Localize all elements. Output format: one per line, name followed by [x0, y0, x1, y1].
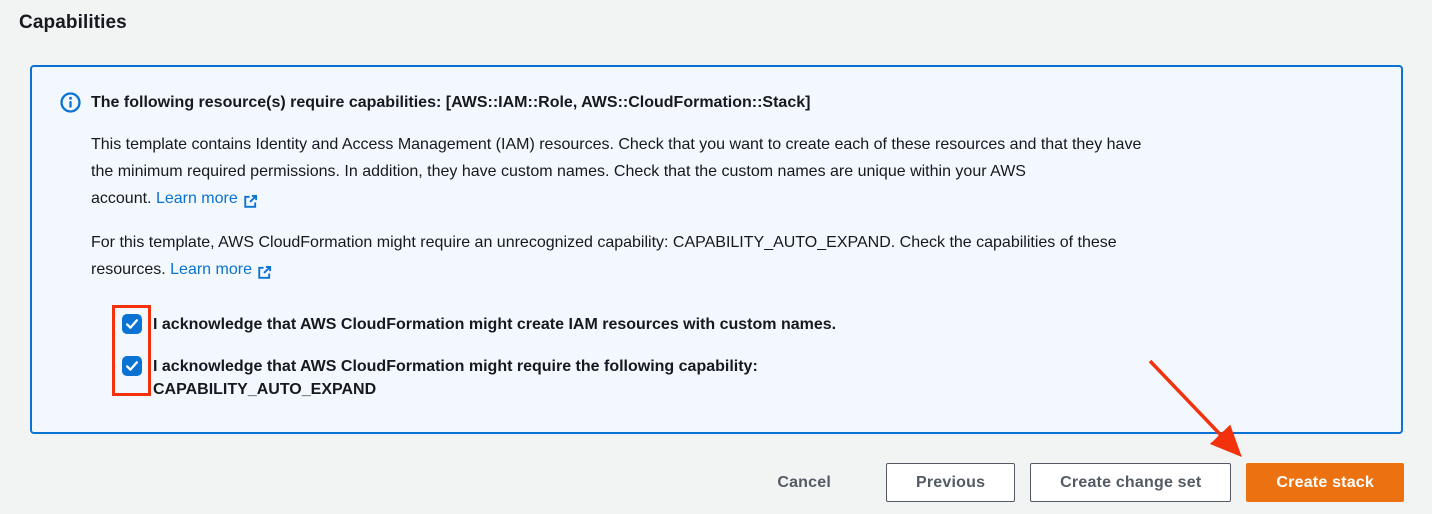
capability-checkbox-group: I acknowledge that AWS CloudFormation mi…: [112, 305, 1373, 401]
iam-acknowledge-label: I acknowledge that AWS CloudFormation mi…: [153, 313, 836, 336]
external-link-icon: [243, 191, 258, 208]
alert-paragraph-auto-expand: For this template, AWS CloudFormation mi…: [91, 229, 1373, 283]
create-stack-button[interactable]: Create stack: [1246, 463, 1404, 502]
capabilities-info-alert: The following resource(s) require capabi…: [30, 65, 1403, 434]
alert-text-line: resources.: [91, 261, 166, 278]
checkbox-label-text: I acknowledge that AWS CloudFormation mi…: [153, 316, 837, 333]
learn-more-link-auto-expand[interactable]: Learn more: [170, 256, 272, 283]
alert-title: The following resource(s) require capabi…: [91, 94, 811, 111]
learn-more-label: Learn more: [155, 190, 238, 207]
checkmark-icon: [126, 361, 138, 371]
learn-more-label: Learn more: [170, 261, 252, 278]
create-change-set-button[interactable]: Create change set: [1030, 463, 1232, 502]
capability-name-text: CAPABILITY_AUTO_EXPAND: [153, 381, 377, 398]
alert-text-line: This template contains Identity and Acce…: [91, 136, 1142, 153]
iam-acknowledge-checkbox[interactable]: [122, 314, 142, 334]
cancel-button[interactable]: Cancel: [765, 463, 843, 502]
page-title: Capabilities: [19, 12, 127, 33]
learn-more-link-iam[interactable]: Learn more: [156, 185, 258, 212]
alert-text-line: account.: [91, 190, 152, 207]
auto-expand-acknowledge-label: I acknowledge that AWS CloudFormation mi…: [153, 355, 758, 401]
alert-text-line: the minimum required permissions. In add…: [91, 163, 1026, 180]
checkbox-row-iam: I acknowledge that AWS CloudFormation mi…: [122, 313, 1373, 336]
external-link-icon: [257, 262, 272, 279]
previous-button[interactable]: Previous: [885, 463, 1016, 502]
alert-paragraph-iam: This template contains Identity and Acce…: [91, 131, 1373, 212]
auto-expand-acknowledge-checkbox[interactable]: [122, 356, 142, 376]
checkmark-icon: [126, 319, 138, 329]
wizard-footer-actions: Cancel Previous Create change set Create…: [765, 463, 1404, 502]
checkbox-row-auto-expand: I acknowledge that AWS CloudFormation mi…: [122, 355, 1373, 401]
checkbox-label-text: I acknowledge that AWS CloudFormation mi…: [153, 358, 758, 375]
info-circle-icon: [60, 92, 81, 113]
alert-text-line: For this template, AWS CloudFormation mi…: [91, 234, 1117, 251]
